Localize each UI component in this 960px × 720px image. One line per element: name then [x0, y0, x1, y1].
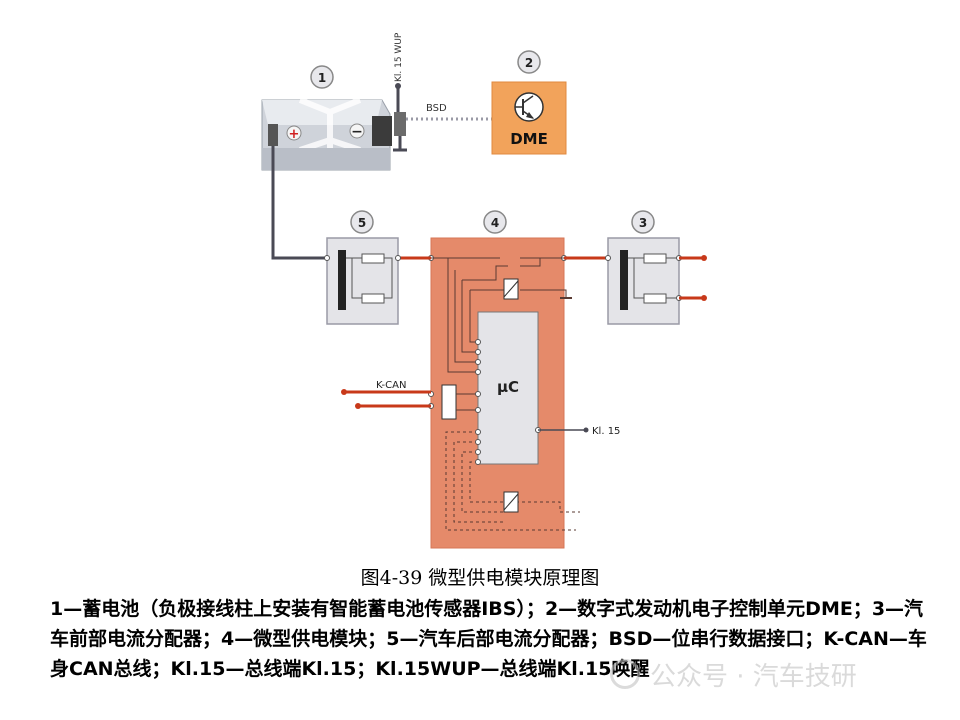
bsd-label: BSD: [426, 103, 447, 114]
svg-text:4: 4: [491, 216, 499, 230]
badge-3: 3: [631, 210, 655, 234]
svg-text:1: 1: [318, 71, 326, 85]
rear-distributor: [324, 237, 401, 325]
battery: + −: [261, 97, 407, 171]
wechat-logo-icon: [610, 659, 640, 689]
kl15-wup-label: Kl. 15 WUP: [394, 32, 404, 82]
power-module-schematic: + − Kl. 15 WUP BSD DME: [261, 32, 707, 549]
badge-4: 4: [483, 210, 507, 234]
kcan-label: K-CAN: [376, 380, 406, 391]
microcontroller: [477, 311, 539, 465]
watermark-text: 公众号 · 汽车技研: [650, 661, 857, 692]
svg-text:3: 3: [639, 216, 647, 230]
svg-text:5: 5: [358, 216, 366, 230]
dme-unit: DME: [491, 81, 567, 155]
badge-1: 1: [310, 65, 334, 89]
battery-plus-label: +: [289, 127, 300, 142]
watermark: 公众号 · 汽车技研: [610, 654, 940, 694]
microcontroller-label: μC: [497, 378, 519, 396]
figure-caption: 图4-39 微型供电模块原理图: [360, 567, 600, 589]
figure-legend: 1—蓄电池（负极接线柱上安装有智能蓄电池传感器IBS）；2—数字式发动机电子控制…: [50, 598, 927, 680]
micro-power-module: μC: [428, 237, 580, 549]
svg-text:2: 2: [525, 56, 533, 70]
front-distributor: [605, 237, 682, 325]
dme-label: DME: [510, 130, 548, 148]
kl15-label: Kl. 15: [592, 426, 620, 437]
badge-2: 2: [517, 50, 541, 74]
battery-minus-label: −: [351, 124, 363, 140]
badge-5: 5: [350, 210, 374, 234]
